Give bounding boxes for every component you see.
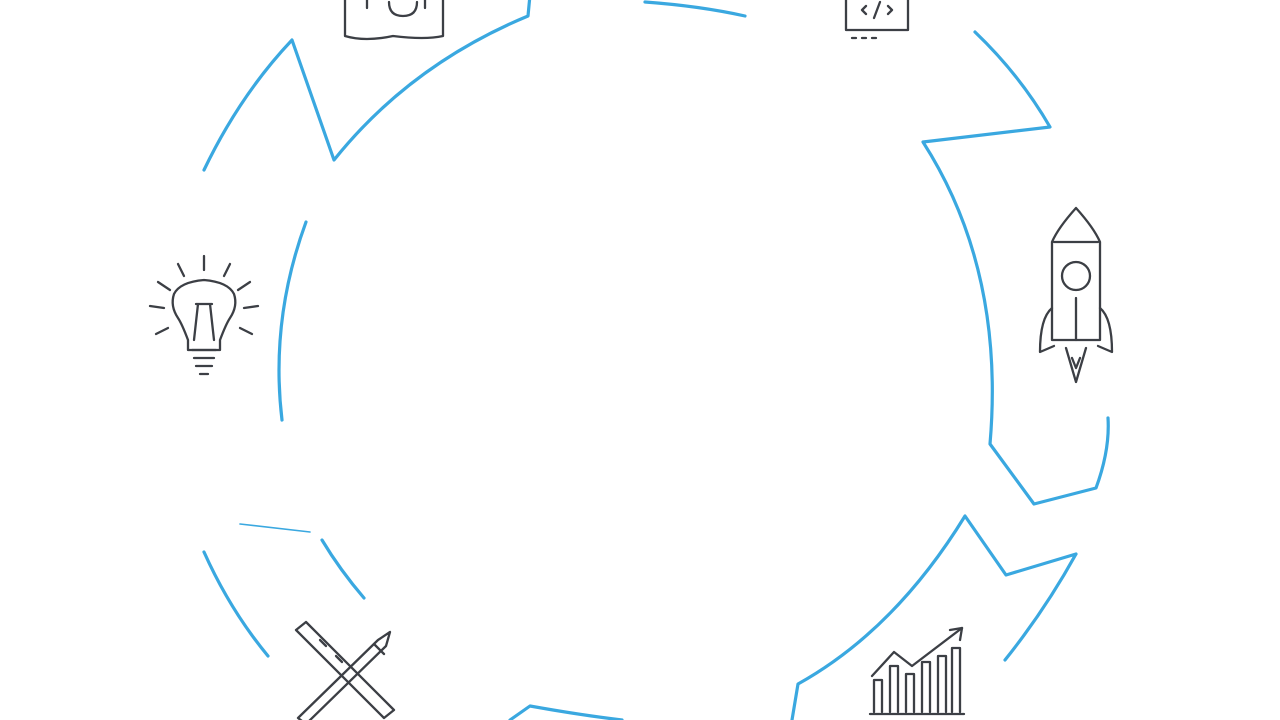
rocket-icon [1038, 206, 1114, 384]
lightbulb-icon [148, 254, 260, 376]
cycle-arrow-bottom-left [202, 538, 366, 658]
cycle-arrow-top-right [921, 30, 1110, 506]
cycle-arrow-top-left [202, 0, 532, 172]
code-document-icon [844, 0, 910, 40]
camera-icon [343, 0, 445, 41]
cycle-arrow-left [277, 220, 308, 422]
pencil-and-ruler-icon [294, 620, 396, 720]
cycle-arrow-bottom-right [790, 514, 1078, 720]
cycle-arrow-top [643, 0, 747, 18]
growth-chart-icon [868, 626, 966, 716]
cycle-arrow-bottom-left-edge [239, 523, 311, 533]
cycle-arrow-bottom [508, 704, 624, 720]
cycle-arrows [202, 0, 1110, 720]
